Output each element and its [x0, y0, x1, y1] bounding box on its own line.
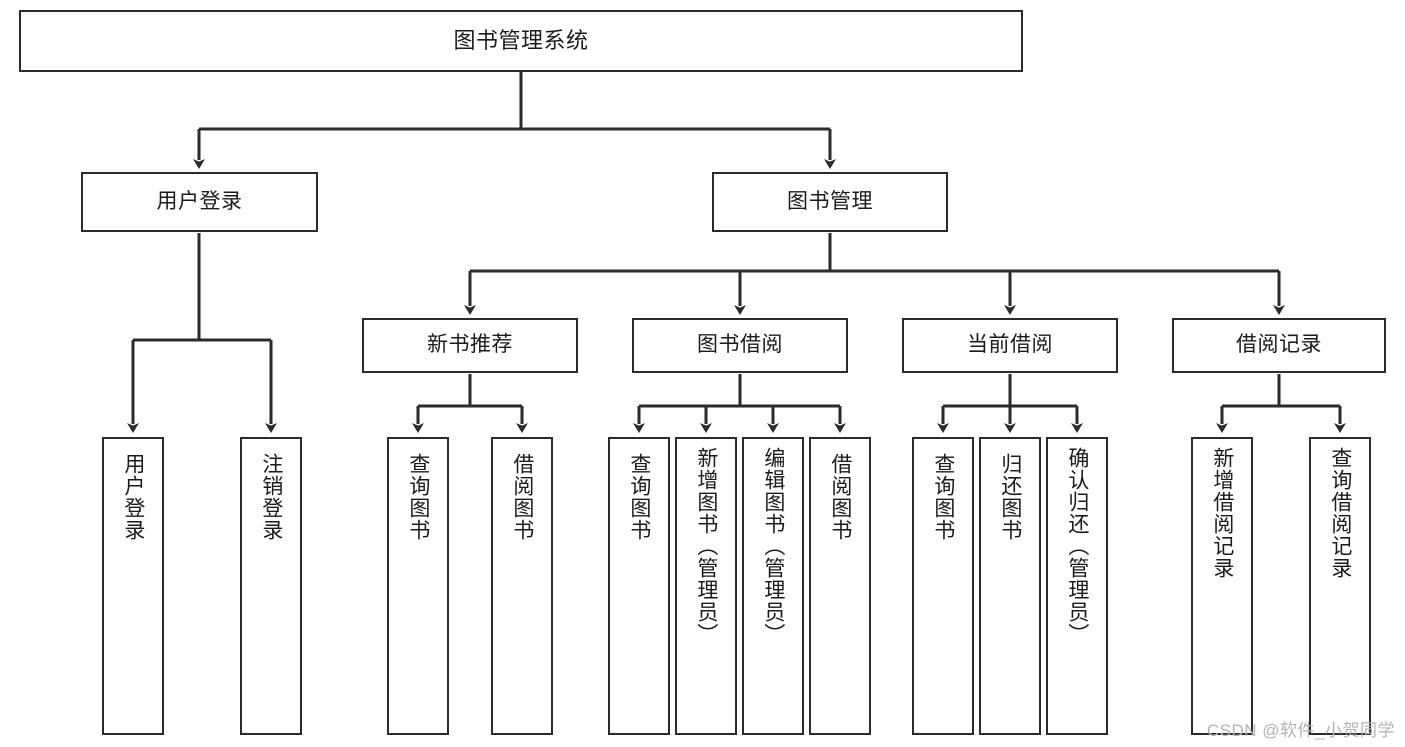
- csdn-watermark: CSDN @软件_小贺同学: [1206, 721, 1395, 740]
- node-borrow-record-label: 借阅记录: [1236, 333, 1322, 357]
- node-leaf-return-book-label: 归还图书: [998, 453, 1022, 541]
- node-user-login-label: 用户登录: [156, 189, 243, 213]
- node-leaf-borrow-book-2[interactable]: 借阅图书: [809, 437, 871, 735]
- node-book-management[interactable]: 图书管理: [712, 172, 948, 232]
- node-leaf-user-login-label: 用户登录: [121, 453, 145, 541]
- node-leaf-confirm-return[interactable]: 确认归还（管理员）: [1046, 437, 1108, 735]
- node-leaf-return-book[interactable]: 归还图书: [979, 437, 1041, 735]
- node-leaf-query-book-3-label: 查询图书: [931, 453, 955, 541]
- node-leaf-user-login[interactable]: 用户登录: [102, 437, 164, 735]
- node-book-management-label: 图书管理: [787, 189, 873, 213]
- node-leaf-query-record[interactable]: 查询借阅记录: [1309, 437, 1371, 735]
- node-book-borrow[interactable]: 图书借阅: [632, 318, 848, 373]
- node-leaf-logout-label: 注销登录: [259, 453, 283, 541]
- node-leaf-query-book-2[interactable]: 查询图书: [608, 437, 670, 735]
- node-leaf-edit-book[interactable]: 编辑图书（管理员）: [742, 437, 804, 735]
- node-leaf-add-record[interactable]: 新增借阅记录: [1191, 437, 1253, 735]
- node-new-book-recommend[interactable]: 新书推荐: [362, 318, 578, 373]
- node-leaf-add-book-label: 新增图书（管理员）: [694, 447, 718, 645]
- node-root-system-label: 图书管理系统: [453, 28, 589, 54]
- node-current-borrow-label: 当前借阅: [967, 333, 1053, 357]
- node-user-login[interactable]: 用户登录: [81, 172, 318, 232]
- node-leaf-borrow-book-2-label: 借阅图书: [828, 453, 852, 541]
- node-leaf-add-record-label: 新增借阅记录: [1210, 447, 1234, 579]
- node-book-borrow-label: 图书借阅: [697, 333, 783, 357]
- node-root-system[interactable]: 图书管理系统: [19, 10, 1023, 72]
- node-leaf-borrow-book-1[interactable]: 借阅图书: [491, 437, 553, 735]
- node-leaf-query-record-label: 查询借阅记录: [1328, 447, 1352, 579]
- node-leaf-query-book-2-label: 查询图书: [627, 453, 651, 541]
- node-leaf-query-book-1-label: 查询图书: [406, 453, 430, 541]
- node-leaf-confirm-return-label: 确认归还（管理员）: [1065, 447, 1089, 645]
- node-leaf-query-book-3[interactable]: 查询图书: [912, 437, 974, 735]
- node-leaf-query-book-1[interactable]: 查询图书: [387, 437, 449, 735]
- node-borrow-record[interactable]: 借阅记录: [1172, 318, 1386, 373]
- node-new-book-recommend-label: 新书推荐: [427, 333, 513, 357]
- node-current-borrow[interactable]: 当前借阅: [902, 318, 1118, 373]
- node-leaf-logout[interactable]: 注销登录: [240, 437, 302, 735]
- node-leaf-edit-book-label: 编辑图书（管理员）: [761, 447, 785, 645]
- node-leaf-add-book[interactable]: 新增图书（管理员）: [675, 437, 737, 735]
- node-leaf-borrow-book-1-label: 借阅图书: [510, 453, 534, 541]
